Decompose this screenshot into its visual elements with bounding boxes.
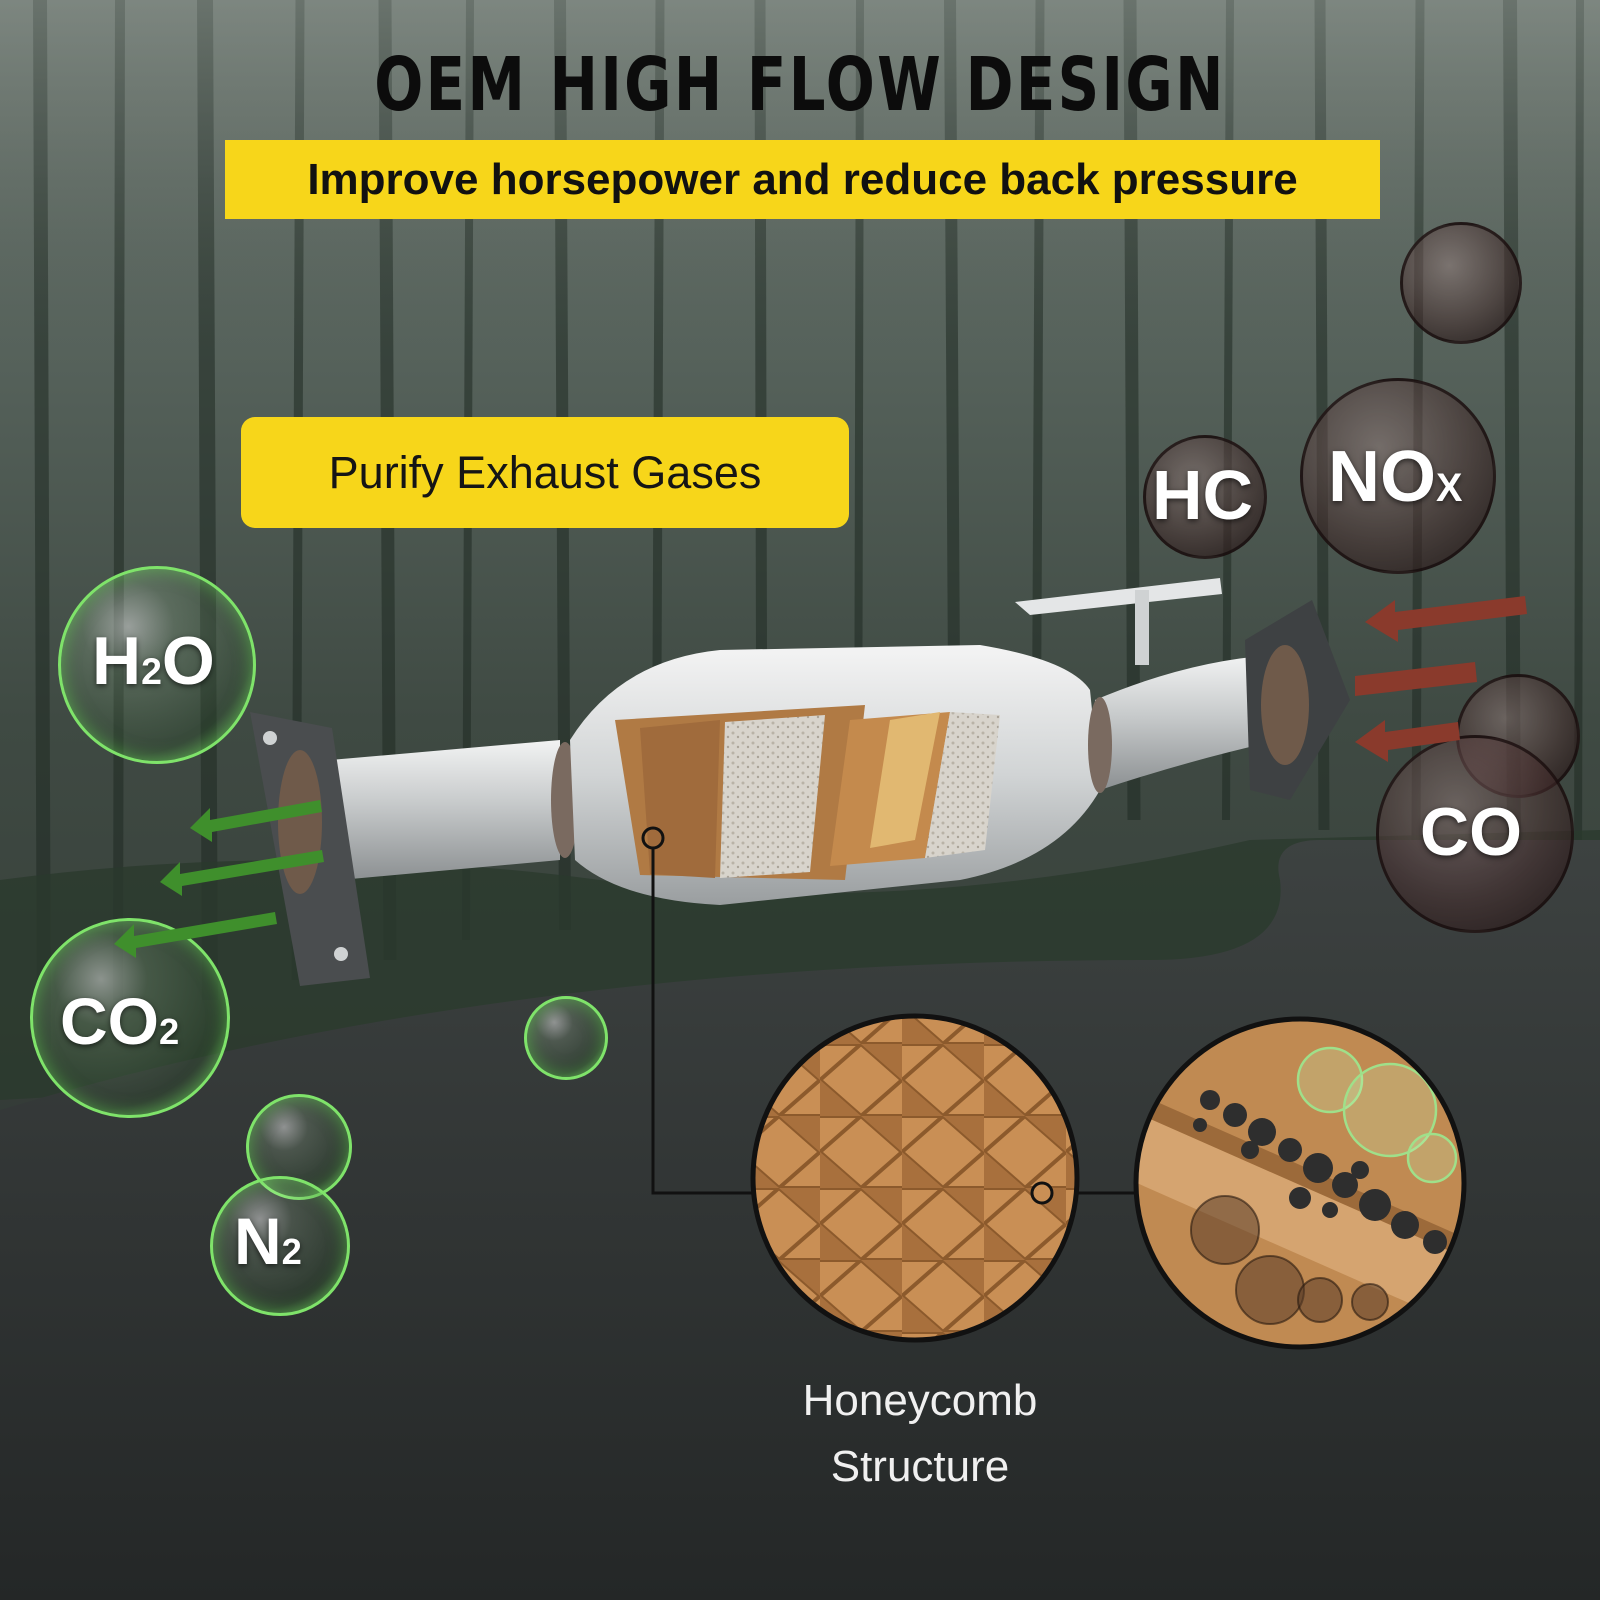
reaction-magnifier: [1133, 1016, 1467, 1350]
label-h2o: H2O: [92, 622, 215, 700]
brown-arrow-1: [1365, 596, 1527, 642]
dirty-inflow-arrows: [1355, 596, 1527, 762]
brown-arrow-2: [1355, 662, 1477, 696]
label-hc: HC: [1152, 456, 1254, 534]
pollutant-bubble-small: [1400, 222, 1522, 344]
green-arrow-3: [114, 912, 277, 958]
label-co: CO: [1420, 794, 1522, 870]
honeycomb-caption-line2: Structure: [830, 1442, 1010, 1491]
label-h2o-sub: 2: [141, 650, 162, 692]
label-nox-main: NO: [1328, 437, 1436, 517]
soot-particles: [1193, 1090, 1447, 1254]
label-h2o-b: O: [161, 623, 215, 699]
label-n2-sub: 2: [281, 1231, 302, 1272]
purify-callout: Purify Exhaust Gases: [241, 417, 849, 528]
label-h2o-a: H: [92, 623, 142, 699]
callout-line-honeycomb: [651, 848, 752, 1195]
label-co2-sub: 2: [159, 1011, 180, 1052]
pollutant-bubble-nox: [1300, 378, 1496, 574]
fog-overlay: [0, 0, 1600, 700]
honeycomb-caption-line1: Honeycomb: [802, 1376, 1038, 1425]
magnifier-dot: [1030, 1181, 1054, 1205]
label-co2-a: CO: [60, 984, 159, 1058]
brown-arrow-3: [1355, 720, 1460, 762]
label-n2: N2: [234, 1203, 302, 1279]
honeycomb-magnifier: [750, 1013, 1080, 1343]
subtitle-banner: Improve horsepower and reduce back press…: [225, 140, 1380, 219]
label-nox: NOX: [1328, 436, 1462, 518]
page-title: OEM HIGH FLOW DESIGN: [374, 42, 1226, 128]
clean-bubble-n2: [210, 1176, 350, 1316]
label-co2: CO2: [60, 983, 179, 1059]
outlet-pipe: [250, 712, 579, 986]
inlet-pipe: [1015, 578, 1350, 800]
clean-gas-bubbles: [1296, 1046, 1458, 1184]
gas-bubbles: [1190, 1195, 1389, 1325]
pollutant-bubble-co: [1376, 735, 1574, 933]
clean-bubble-h2o: [58, 566, 256, 764]
green-arrow-1: [190, 800, 322, 842]
green-arrow-2: [160, 850, 324, 896]
o2-sensor-bracket: [1015, 578, 1222, 615]
clean-outflow-arrows: [114, 800, 324, 958]
label-nox-sub: X: [1436, 466, 1463, 510]
honeycomb-caption: Honeycomb Structure: [760, 1368, 1080, 1500]
label-n2-a: N: [234, 1204, 282, 1278]
pollutant-bubble-hc: [1143, 435, 1267, 559]
clean-bubble-small: [524, 996, 608, 1080]
catalyst-body: [570, 645, 1100, 905]
